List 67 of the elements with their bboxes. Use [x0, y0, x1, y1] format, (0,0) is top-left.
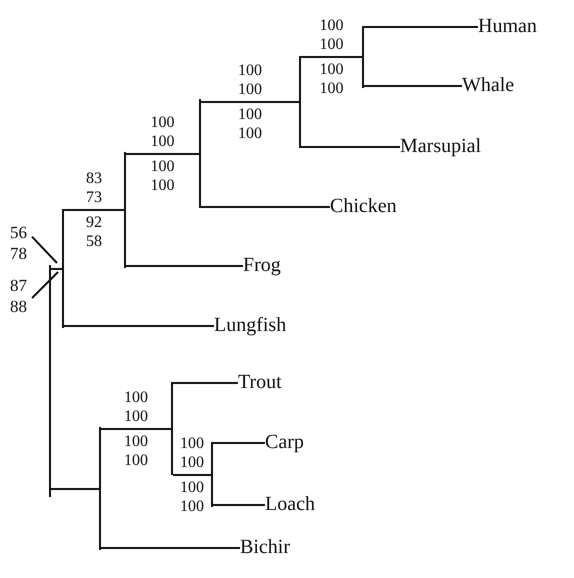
support-value: 100 [237, 124, 263, 143]
support-value: 100 [123, 432, 149, 451]
tree-branch [201, 206, 330, 208]
support-value: 100 [150, 157, 176, 176]
tree-branch [126, 265, 243, 267]
leader-line [31, 271, 59, 299]
clade-branch-line [211, 442, 213, 507]
taxon-label: Bichir [240, 535, 290, 559]
tree-branch [213, 504, 265, 506]
tree-branch [101, 428, 171, 430]
clade-branch-line [124, 152, 126, 268]
clade-branch-line [299, 56, 301, 148]
support-value: 100 [123, 388, 149, 407]
support-value: 83 [85, 169, 103, 188]
tree-branch [301, 56, 362, 58]
support-value: 100 [123, 407, 149, 426]
clade-branch-line [362, 26, 364, 88]
support-value: 100 [179, 478, 205, 497]
support-value: 58 [85, 232, 103, 251]
tree-branch [64, 325, 214, 327]
tree-branch [51, 488, 99, 490]
tree-branch [101, 547, 240, 549]
support-value: 100 [318, 60, 344, 79]
support-value: 56 [10, 222, 28, 243]
taxon-label: Marsupial [400, 134, 482, 158]
tree-branch [301, 146, 400, 148]
support-value: 73 [85, 188, 103, 207]
tree-branch [126, 153, 199, 155]
support-value: 100 [150, 132, 176, 151]
clade-branch-line [99, 427, 101, 550]
clade-branch-line [49, 265, 51, 497]
support-value: 100 [237, 61, 263, 80]
tree-branch [201, 101, 299, 103]
clade-branch-line [199, 99, 201, 208]
clade-branch-line [62, 209, 64, 328]
tree-branch [213, 442, 265, 444]
clade-branch-line [171, 382, 173, 475]
support-value: 100 [150, 113, 176, 132]
support-value: 92 [85, 213, 103, 232]
taxon-label: Lungfish [214, 313, 286, 337]
tree-branch [364, 85, 462, 87]
tree-branch [173, 474, 211, 476]
support-value: 100 [237, 80, 263, 99]
support-value: 100 [150, 176, 176, 195]
support-value: 100 [318, 79, 344, 98]
taxon-label: Carp [265, 430, 304, 454]
support-value: 100 [318, 16, 344, 35]
tree-branch [64, 209, 124, 211]
taxon-label: Trout [238, 370, 282, 394]
taxon-label: Frog [243, 253, 281, 277]
taxon-label: Whale [462, 73, 514, 97]
support-value: 100 [179, 434, 205, 453]
support-value: 78 [10, 243, 28, 264]
taxon-label: Loach [265, 492, 315, 516]
tree-branch [364, 26, 478, 28]
support-value: 88 [10, 296, 28, 317]
support-value: 100 [318, 35, 344, 54]
support-value: 87 [10, 275, 28, 296]
support-value: 100 [123, 451, 149, 470]
tree-branch [51, 268, 62, 270]
support-value: 100 [179, 497, 205, 516]
taxon-label: Chicken [330, 194, 397, 218]
taxon-label: Human [478, 14, 537, 38]
leader-line [31, 236, 58, 264]
tree-branch [173, 382, 238, 384]
support-value: 100 [179, 453, 205, 472]
support-value: 100 [237, 105, 263, 124]
